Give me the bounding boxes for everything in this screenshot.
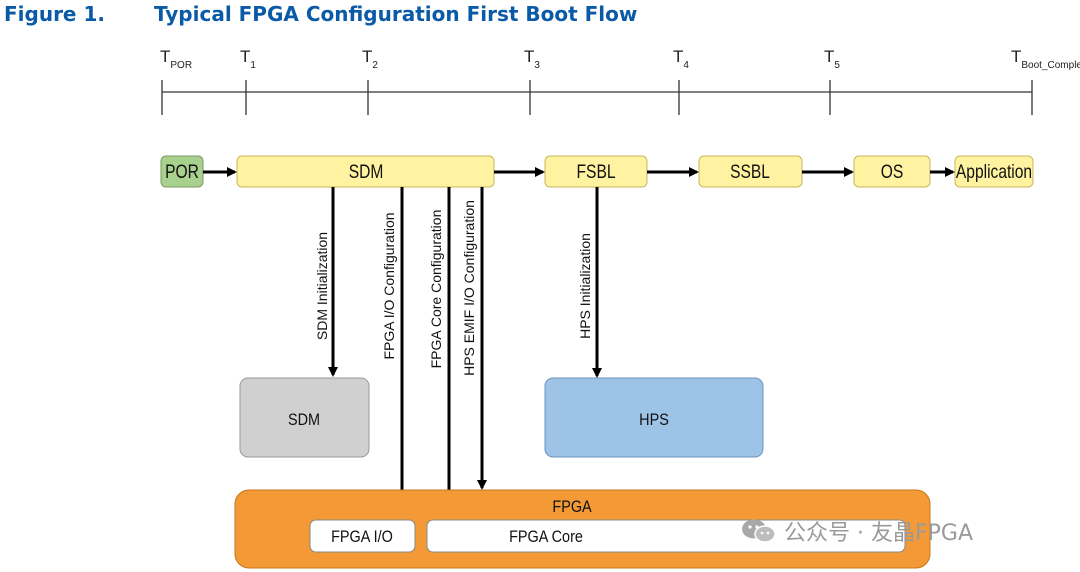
label-sdm-initialization: SDM Initialization	[314, 232, 330, 340]
wechat-icon	[742, 519, 776, 543]
tick-label-boot-complete: TBoot_Complete	[1011, 47, 1080, 71]
timeline: TPOR T1 T2 T3 T4 T5 TBoot_Complete	[160, 47, 1080, 115]
tick-label-t2: T2	[362, 47, 378, 71]
figure-number: Figure 1.	[4, 2, 105, 26]
tick-label-por: TPOR	[160, 47, 192, 71]
stage-application-box	[954, 155, 1034, 188]
stage-por-label: POR	[165, 161, 199, 183]
label-fpga-core-configuration: FPGA Core Configuration	[428, 210, 444, 369]
stage-fsbl-label: FSBL	[577, 161, 616, 183]
label-hps-emif-configuration: HPS EMIF I/O Configuration	[461, 200, 477, 376]
fpga-block-label: FPGA	[552, 498, 592, 516]
fpga-io-label: FPGA I/O	[331, 528, 393, 546]
figure-title: Typical FPGA Configuration First Boot Fl…	[154, 2, 638, 26]
label-hps-initialization: HPS Initialization	[577, 233, 593, 339]
stage-os-label: OS	[881, 161, 904, 183]
stage-sdm-label: SDM	[349, 161, 384, 183]
tick-label-t5: T5	[824, 47, 840, 71]
vertical-arrows	[328, 187, 602, 520]
sdm-block-label: SDM	[288, 411, 320, 429]
tick-label-t1: T1	[240, 47, 256, 71]
watermark-text: 公众号 · 友晶FPGA	[784, 521, 973, 546]
tick-label-t4: T4	[673, 47, 689, 71]
fpga-core-label: FPGA Core	[509, 528, 583, 546]
stage-ssbl-label: SSBL	[730, 161, 770, 183]
hps-block	[544, 377, 764, 458]
hps-block-label: HPS	[639, 411, 669, 429]
tick-label-t3: T3	[524, 47, 540, 71]
target-blocks: SDM HPS FPGA FPGA I/O FPGA Core	[234, 377, 931, 569]
label-fpga-io-configuration: FPGA I/O Configuration	[381, 212, 397, 359]
sdm-block	[239, 377, 370, 458]
watermark: 公众号 · 友晶FPGA	[740, 516, 973, 546]
fpga-io-block	[309, 519, 416, 553]
vertical-arrow-labels: SDM Initialization FPGA I/O Configuratio…	[314, 200, 593, 376]
boot-stages: POR SDM FSBL SSBL OS Application	[160, 155, 1034, 188]
stage-application-label: Application	[956, 161, 1032, 183]
fpga-core-block	[426, 519, 906, 553]
